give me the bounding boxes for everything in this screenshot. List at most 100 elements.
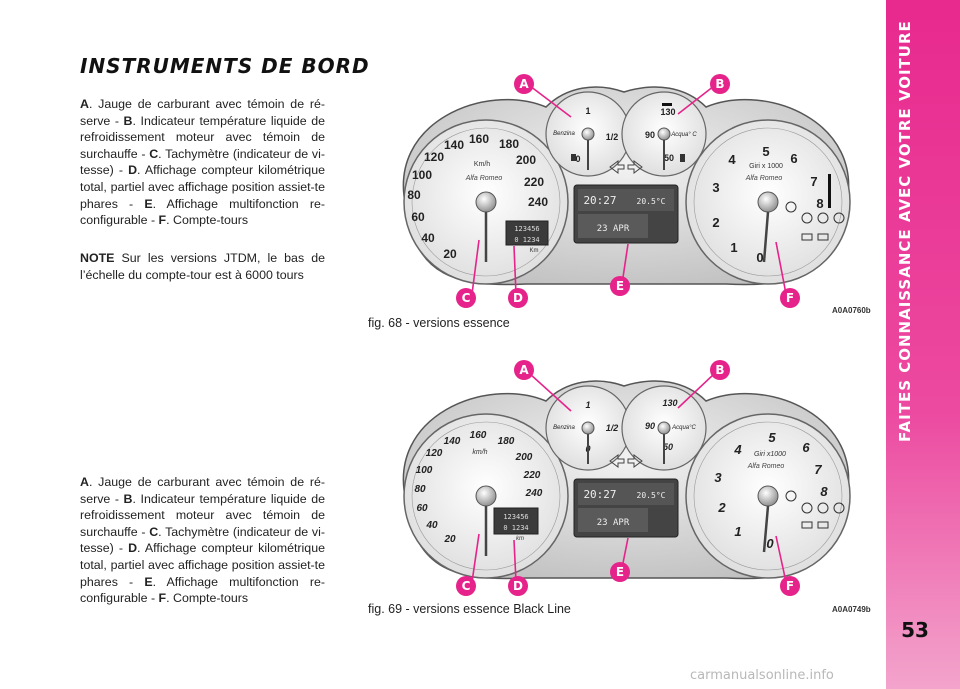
speed-tick-40: 40 [421, 231, 435, 245]
display-temperature-b: 20.5°C [637, 491, 666, 500]
speed-tick-40-b: 40 [425, 520, 438, 531]
rpm-tick-4-b: 4 [733, 442, 742, 457]
rpm-needle [762, 211, 770, 263]
page-heading: INSTRUMENTS DE BORD [80, 54, 370, 78]
fuel-tick-1-b: 1 [585, 400, 590, 410]
callout-d-b: D [513, 579, 523, 593]
rpm-tick-8-b: 8 [820, 484, 828, 499]
fuel-tick-half: 1/2 [606, 132, 619, 142]
rpm-tick-8: 8 [816, 196, 823, 211]
watermark: carmanualsonline.info [690, 668, 834, 683]
rpm-tick-1-b: 1 [734, 524, 741, 539]
callout-f-b: F [786, 579, 794, 593]
rpm-tick-6: 6 [790, 151, 797, 166]
figure-68-code: A0A0760b [832, 306, 871, 315]
turn-signal-icon-b [609, 454, 643, 468]
rpm-tick-7: 7 [810, 174, 817, 189]
odometer-trip-b: 0 1234 [503, 524, 528, 532]
fuel-needle-hub [581, 127, 595, 141]
odometer-display-b [493, 507, 539, 535]
brand-logo-text-tacho: Alfa Romeo [745, 175, 783, 182]
warning-lights-group [785, 201, 845, 241]
speed-tick-240-b: 240 [525, 488, 543, 499]
brand-logo-text-b: Alfa Romeo [747, 463, 785, 470]
rpm-tick-4: 4 [728, 152, 736, 167]
rpm-tick-3-b: 3 [714, 470, 722, 485]
speed-unit-label-b: km/h [472, 449, 487, 456]
speed-tick-100-b: 100 [416, 465, 433, 476]
fuel-label-b: Benzina [553, 425, 575, 431]
figure-68-dashboard: 20 40 60 80 100 120 140 160 180 200 220 … [402, 74, 851, 308]
temp-label: Acqua° C [670, 132, 697, 138]
fuel-label: Benzina [553, 131, 575, 137]
callout-a: A [519, 77, 529, 91]
brand-logo-text: Alfa Romeo [465, 175, 503, 182]
speed-tick-160-b: 160 [470, 430, 487, 441]
callout-b: B [715, 77, 724, 91]
callout-c: C [462, 291, 471, 305]
display-date: 23 APR [597, 224, 630, 234]
rpm-needle-hub [757, 191, 779, 213]
display-temperature: 20.5°C [637, 197, 666, 206]
rpm-unit-label-b: Giri x1000 [754, 451, 786, 458]
speed-tick-220: 220 [524, 175, 544, 189]
rpm-tick-5-b: 5 [768, 430, 776, 445]
speed-tick-80-b: 80 [414, 484, 426, 495]
odometer-trip: 0 1234 [514, 236, 539, 244]
fuel-tick-0: 0 [575, 154, 580, 164]
speed-unit-label: Km/h [474, 161, 490, 168]
section-title: FAITES CONNAISSANCE AVEC VOTRE VOITURE [896, 20, 914, 442]
temp-tick-90: 90 [645, 130, 655, 140]
rpm-tick-7-b: 7 [814, 462, 822, 477]
redline-zone [828, 174, 831, 208]
figure-69-dashboard: 20 40 60 80 100 120 140 160 180 200 220 … [402, 360, 851, 596]
temp-needle-hub [657, 127, 671, 141]
speed-needle-hub [475, 191, 497, 213]
callout-b-b: B [715, 363, 724, 377]
note-paragraph: NOTE Sur les versions JTDM, le bas de l’… [80, 251, 325, 282]
figure-69-caption: fig. 69 - versions essence Black Line [368, 602, 571, 616]
rpm-tick-1: 1 [730, 240, 737, 255]
speed-tick-240: 240 [528, 195, 548, 209]
paragraph-legend-1: A. Jauge de carburant avec témoin de ré-… [80, 97, 325, 228]
speed-tick-180: 180 [499, 137, 519, 151]
fuel-tick-half-b: 1/2 [606, 423, 619, 433]
speed-tick-80: 80 [407, 188, 421, 202]
odometer-unit-b: km [516, 536, 524, 542]
callout-e-b: E [616, 565, 624, 579]
rpm-tick-5: 5 [762, 144, 769, 159]
fuel-needle-hub-b [581, 421, 595, 435]
speed-tick-200: 200 [516, 153, 536, 167]
rpm-tick-3: 3 [712, 180, 719, 195]
rpm-unit-label: Giri x 1000 [749, 163, 783, 170]
figure-68-caption: fig. 68 - versions essence [368, 316, 510, 330]
speed-tick-60: 60 [411, 210, 425, 224]
speed-tick-120-b: 120 [426, 448, 443, 459]
rpm-tick-2: 2 [712, 215, 719, 230]
paragraph-legend-2: A. Jauge de carburant avec témoin de ré-… [80, 475, 325, 606]
speed-tick-180-b: 180 [498, 436, 515, 447]
temp-tick-130-b: 130 [662, 398, 677, 408]
speed-tick-20-b: 20 [443, 534, 456, 545]
coolant-icon [680, 154, 685, 162]
rpm-tick-0: 0 [756, 250, 763, 265]
temp-tick-50: 50 [664, 153, 674, 163]
rpm-needle-hub-b [757, 485, 779, 507]
speed-tick-200-b: 200 [515, 452, 533, 463]
odometer-display [505, 220, 549, 246]
callout-f: F [786, 291, 794, 305]
temp-tick-130: 130 [660, 107, 675, 117]
page-number: 53 [901, 618, 929, 642]
odometer-unit: Km [530, 248, 539, 254]
temp-tick-50-b: 50 [663, 442, 673, 452]
callout-a-b: A [519, 363, 529, 377]
overheat-zone [662, 103, 672, 106]
display-date-b: 23 APR [597, 518, 630, 528]
temp-needle-hub-b [657, 421, 671, 435]
section-sidebar [886, 0, 960, 689]
temp-tick-90-b: 90 [645, 421, 655, 431]
temp-label-b: Acqua°C [671, 425, 696, 431]
rpm-needle-b [762, 505, 770, 553]
turn-signal-icon [609, 160, 643, 174]
display-time-b: 20:27 [583, 488, 616, 501]
